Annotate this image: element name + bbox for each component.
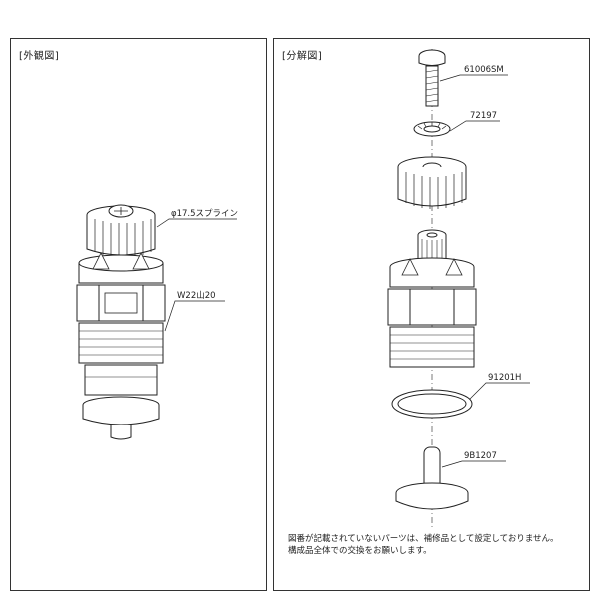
washer-part [413,121,451,137]
knob-splines [94,219,152,258]
label-spline: φ17.5スプライン [171,209,238,219]
knob-body [86,215,156,256]
note-line-2: 構成品全体での交換をお願いします。 [288,546,432,556]
external-view-title: [外観図] [19,51,60,62]
label-thread: W22山20 [177,290,216,301]
cartridge-external-drawing: φ17.5スプライン W22山20 [76,204,238,440]
spindle-part [417,229,447,266]
bottom-tip [110,425,132,440]
label-screw: 61006SM [464,65,504,75]
lower-body [84,364,158,396]
exploded-view-title: [分解図] [282,51,323,62]
label-valve: 9B1207 [464,451,497,461]
knob-part [397,156,467,209]
exploded-view-panel: [分解図] [273,38,590,591]
oring-part [391,389,473,419]
body-part [387,257,477,368]
note-line-1: 図番が記載されていないパーツは、補修品として設定しておりません。 [288,534,559,544]
cartridge-exploded-drawing: 61006SM 72197 91201H 9B1207 [387,49,530,529]
screw-part [418,49,446,107]
label-washer: 72197 [470,111,497,121]
valve-part [395,446,469,510]
external-view-panel: [外観図] [10,38,267,591]
thread-section [78,322,164,364]
label-oring: 91201H [488,373,521,383]
